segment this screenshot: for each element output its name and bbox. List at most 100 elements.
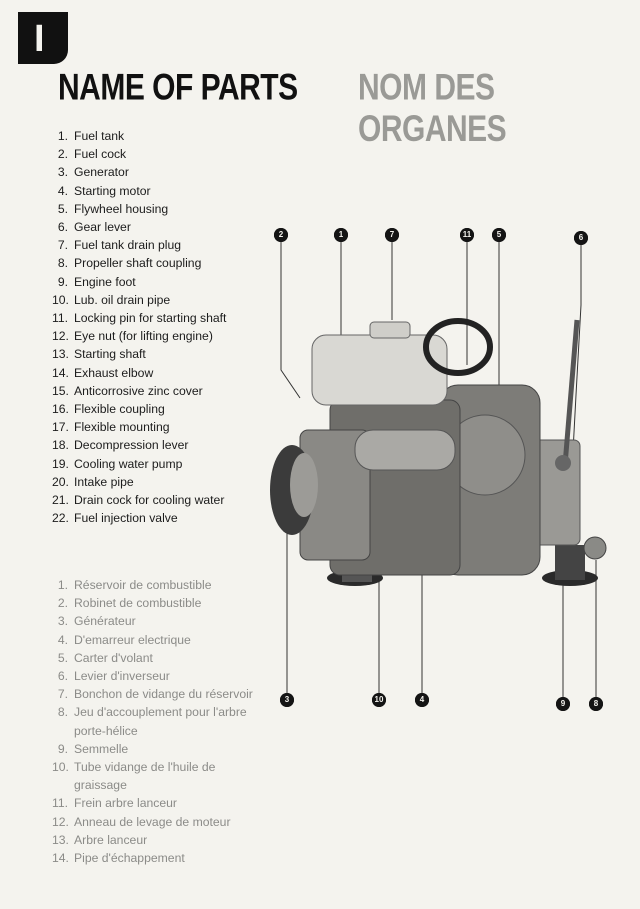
list-item: 18. Decompression lever [52, 436, 262, 454]
item-number: 11. [52, 796, 69, 811]
item-text: Gear lever [74, 220, 131, 235]
item-text: Fuel tank [74, 129, 125, 143]
item-number: 8. [57, 256, 68, 271]
list-item: 21. Drain cock for cooling water [52, 491, 262, 509]
item-number: 2. [57, 596, 68, 611]
list-item: 8.Jeu d'accouplement pour l'arbre porte-… [52, 703, 267, 739]
list-item: 6. Gear lever [52, 218, 262, 236]
list-item: 3. Générateur [52, 612, 267, 630]
item-text: Eye nut (for lifting engine) [74, 329, 213, 344]
item-text: Semmelle [74, 741, 129, 756]
item-number: 2. [57, 147, 68, 162]
item-text: Propeller shaft coupling [74, 256, 202, 271]
list-item: 10.Lub. oil drain pipe [52, 291, 262, 309]
item-number: 1. [57, 129, 68, 143]
list-item: 6. Levier d'inverseur [52, 667, 267, 685]
list-item: 7.Fuel tank drain plug [52, 236, 262, 254]
callout-label: 9 [556, 697, 570, 711]
item-number: 4. [57, 632, 68, 647]
callout-label: 8 [589, 697, 603, 711]
item-number: 16. [52, 402, 69, 417]
section-tab: I [18, 12, 68, 64]
list-item: 9.Engine foot [52, 273, 262, 291]
list-item: 16.Flexible coupling [52, 400, 262, 418]
item-number: 15. [52, 383, 69, 398]
list-item: 19. Cooling water pump [52, 455, 262, 473]
item-text: Frein arbre lanceur [74, 796, 177, 811]
list-item: 11. Frein arbre lanceur [52, 794, 267, 812]
list-item: 3. Generator [52, 163, 262, 181]
item-number: 12. [52, 814, 69, 829]
item-text: Flywheel housing [74, 201, 169, 216]
list-item: 1. Fuel tank [52, 127, 262, 145]
callout-label: 2 [274, 228, 288, 242]
item-text: Fuel cock [74, 147, 127, 162]
item-text: Exhaust elbow [74, 365, 154, 380]
item-number: 6. [57, 220, 68, 235]
parts-list-en: 1. Fuel tank 2. Fuel cock 3. Generator 4. St… [52, 127, 262, 527]
list-item: 9. Semmelle [52, 740, 267, 758]
item-number: 21. [52, 493, 69, 508]
callout-label: 10 [372, 693, 386, 707]
list-item: 10.Tube vidange de l'huile de graissage [52, 758, 267, 794]
section-letter: I [34, 18, 45, 60]
item-number: 22. [52, 511, 69, 526]
list-item: 11.Locking pin for starting shaft [52, 309, 262, 327]
item-text: Starting motor [74, 183, 151, 198]
item-text: Fuel injection valve [74, 511, 178, 526]
item-text: Levier d'inverseur [74, 669, 170, 684]
callout-label: 7 [385, 228, 399, 242]
item-text: Tube vidange de l'huile de graissage [74, 760, 216, 793]
list-item: 13.Starting shaft [52, 345, 262, 363]
page-title-fr: NOM DES ORGANES [358, 68, 507, 150]
list-item: 1.Réservoir de combustible [52, 576, 267, 594]
item-number: 3. [57, 165, 68, 180]
item-number: 18. [52, 438, 69, 453]
engine-body [270, 318, 607, 586]
item-number: 19. [52, 456, 69, 471]
item-text: Arbre lanceur [74, 832, 148, 847]
item-text: Anneau de levage de moteur [74, 814, 231, 829]
item-text: Jeu d'accouplement pour l'arbre porte-hé… [74, 705, 247, 738]
list-item: 22. Fuel injection valve [52, 509, 262, 527]
item-number: 14. [52, 851, 69, 866]
item-text: Bonchon de vidange du réservoir [74, 687, 253, 702]
item-text: Générateur [74, 614, 136, 629]
item-number: 9. [57, 741, 68, 756]
item-number: 6. [57, 669, 68, 684]
list-item: 14.Exhaust elbow [52, 364, 262, 382]
item-text: Pipe d'échappement [74, 851, 185, 866]
callout-label: 4 [415, 693, 429, 707]
list-item: 12.Eye nut (for lifting engine) [52, 327, 262, 345]
item-number: 5. [57, 650, 68, 665]
item-text: Flexible mounting [74, 420, 170, 435]
list-item: 12. Anneau de levage de moteur [52, 813, 267, 831]
parts-list-fr: 1.Réservoir de combustible 2. Robinet de … [52, 576, 267, 867]
callout-label: 1 [334, 228, 348, 242]
item-text: Engine foot [74, 274, 136, 289]
item-number: 10. [52, 292, 69, 307]
item-text: Drain cock for cooling water [74, 493, 225, 508]
list-item: 4. D'emarreur electrique [52, 631, 267, 649]
list-item: 5.Carter d'volant [52, 649, 267, 667]
list-item: 17.Flexible mounting [52, 418, 262, 436]
item-text: Starting shaft [74, 347, 146, 362]
item-number: 7. [57, 238, 68, 253]
item-number: 20. [52, 474, 69, 489]
item-text: Locking pin for starting shaft [74, 311, 227, 326]
list-item: 7.Bonchon de vidange du réservoir [52, 685, 267, 703]
item-number: 5. [57, 201, 68, 216]
list-item: 8. Propeller shaft coupling [52, 254, 262, 272]
list-item: 4. Starting motor [52, 182, 262, 200]
item-number: 3. [57, 614, 68, 629]
callout-label: 3 [280, 693, 294, 707]
item-text: Generator [74, 165, 129, 180]
item-text: Decompression lever [74, 438, 189, 453]
item-text: Robinet de combustible [74, 596, 202, 611]
callout-label: 5 [492, 228, 506, 242]
item-text: Cooling water pump [74, 456, 183, 471]
item-text: D'emarreur electrique [74, 632, 191, 647]
list-item: 2. Fuel cock [52, 145, 262, 163]
item-number: 4. [57, 183, 68, 198]
